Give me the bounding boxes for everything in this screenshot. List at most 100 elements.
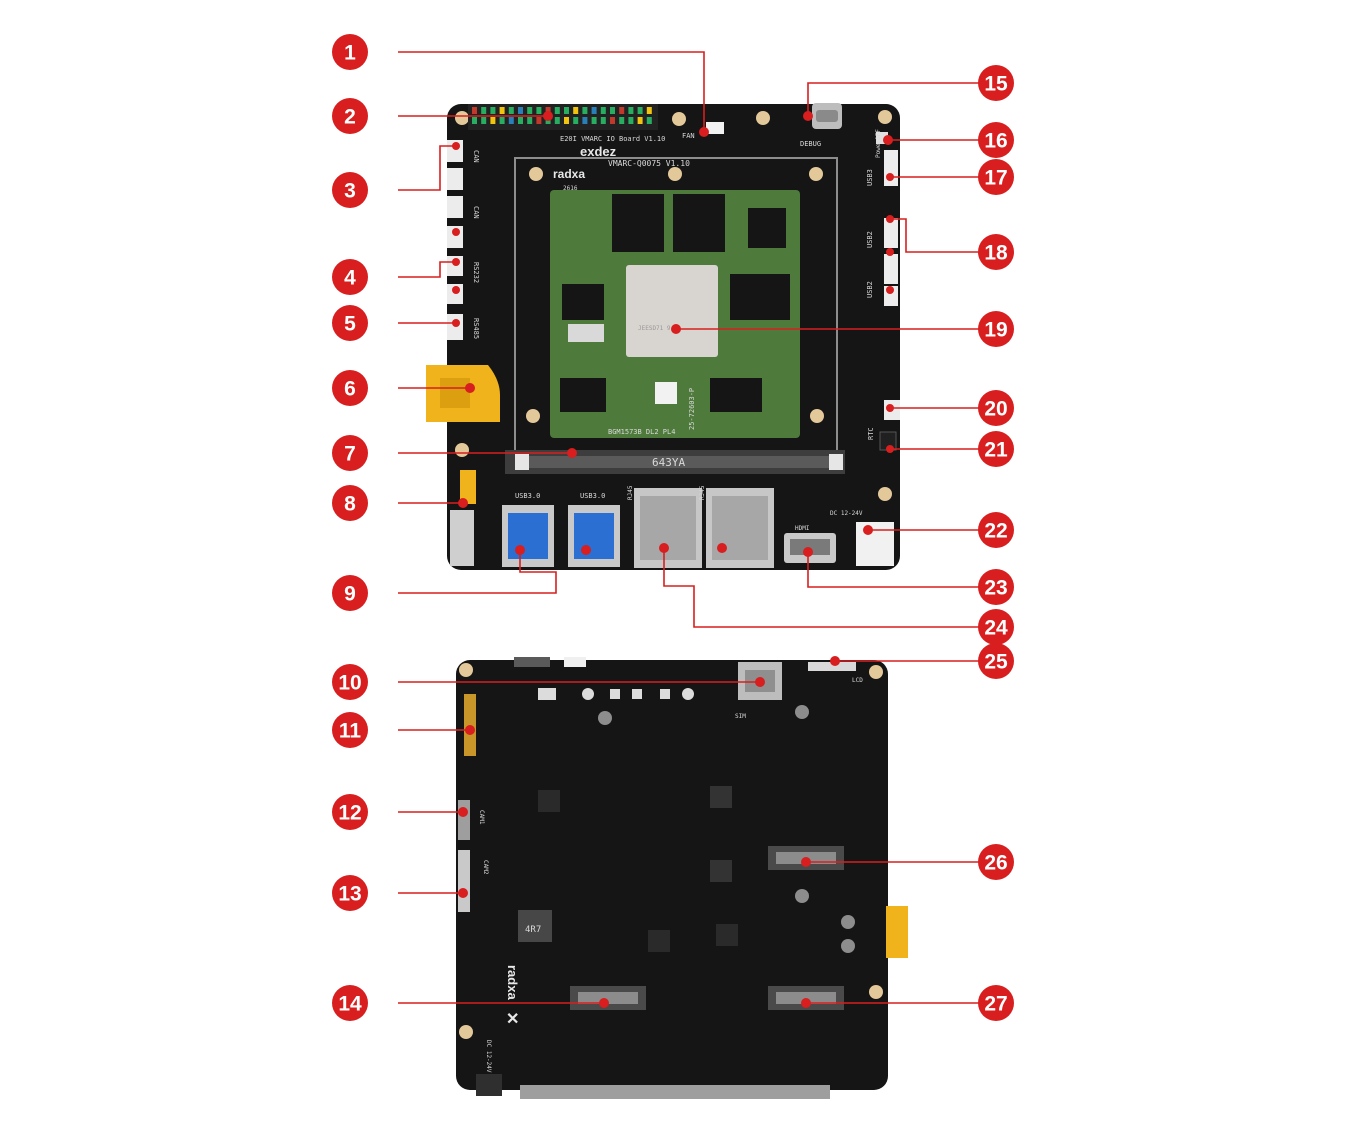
usb3-port-left xyxy=(502,505,554,567)
bottom-board-pcb xyxy=(456,660,888,1090)
gpio-pin xyxy=(564,107,569,114)
callout-circle xyxy=(978,65,1014,101)
side-power-connector xyxy=(886,906,908,958)
callout-number: 5 xyxy=(344,313,356,336)
mount-hole xyxy=(810,409,824,423)
callout-badge-13: 13 xyxy=(332,875,368,911)
gpio-pin xyxy=(518,117,523,124)
callout-circle xyxy=(332,875,368,911)
callout-number: 26 xyxy=(984,852,1007,875)
mount-hole xyxy=(869,985,883,999)
cert-mark-ul xyxy=(538,688,556,700)
pmic-chip xyxy=(710,378,762,412)
gpio-pin xyxy=(490,107,496,114)
callout-badge-3: 3 xyxy=(332,172,368,208)
callout-badge-22: 22 xyxy=(978,512,1014,548)
soc-markings: JEESD71 9 xyxy=(638,325,671,332)
top-edge-connector xyxy=(564,657,586,667)
silk-lcd: LCD xyxy=(852,677,863,684)
callout-circle xyxy=(332,712,368,748)
gpio-pin xyxy=(582,117,588,124)
callout-circle xyxy=(332,985,368,1021)
callout-number: 12 xyxy=(338,802,361,825)
callout-number: 22 xyxy=(984,520,1007,543)
callout-number: 18 xyxy=(984,242,1008,265)
pmic-chip xyxy=(562,284,604,320)
silk-rj45-right: RJ45 xyxy=(699,485,706,500)
usb2-header-b xyxy=(884,254,898,284)
mount-hole xyxy=(455,443,469,457)
ic-chip xyxy=(710,860,732,882)
m2-slot-bottom-left xyxy=(570,986,646,1010)
callout-circle xyxy=(978,311,1014,347)
callout-number: 7 xyxy=(344,443,356,466)
callout-badge-14: 14 xyxy=(332,985,368,1021)
memory-chip xyxy=(612,194,664,252)
mount-hole xyxy=(526,409,540,423)
mount-hole xyxy=(668,167,682,181)
usb2-header-a xyxy=(884,218,898,248)
mount-hole xyxy=(869,665,883,679)
silk-rs232: RS232 xyxy=(472,262,480,283)
callout-badge-9: 9 xyxy=(332,575,368,611)
rs485-connector xyxy=(447,314,463,340)
silk-brand-flip: exdez xyxy=(580,144,617,159)
callout-number: 19 xyxy=(984,319,1007,342)
callout-number: 2 xyxy=(344,106,356,129)
side-connector xyxy=(450,510,474,566)
cam1-connector xyxy=(458,800,470,840)
mount-hole xyxy=(455,111,469,125)
gpio-pin xyxy=(564,117,569,124)
standoff xyxy=(841,939,855,953)
callout-circle xyxy=(978,512,1014,548)
can-connector-c xyxy=(447,196,463,218)
callout-badge-23: 23 xyxy=(978,569,1014,605)
silk-io-board: E20I VMARC IO Board V1.10 xyxy=(560,135,665,143)
callout-badge-20: 20 xyxy=(978,390,1014,426)
callout-number: 14 xyxy=(338,993,362,1016)
silk-debug: DEBUG xyxy=(800,140,821,148)
top-edge-connector xyxy=(514,657,550,667)
standoff xyxy=(598,711,612,725)
gpio-pin xyxy=(628,117,634,124)
callout-badge-19: 19 xyxy=(978,311,1014,347)
inductor xyxy=(518,910,552,942)
silk-module-bottom: BGM1573B DL2 PL4 xyxy=(608,428,675,436)
silk-dc-top: DC 12-24V xyxy=(830,510,863,517)
gpio-pin xyxy=(582,107,588,114)
callout-badge-21: 21 xyxy=(978,431,1014,467)
callout-circle xyxy=(332,485,368,521)
callout-badge-26: 26 xyxy=(978,844,1014,880)
silk-som-model: VMARC-Q0075 V1.10 xyxy=(608,159,690,168)
callout-circle xyxy=(332,794,368,830)
callout-badge-8: 8 xyxy=(332,485,368,521)
gpio-pin xyxy=(499,117,505,124)
callout-badge-27: 27 xyxy=(978,985,1014,1021)
callout-badge-2: 2 xyxy=(332,98,368,134)
callout-circle xyxy=(978,643,1014,679)
mount-hole xyxy=(529,167,543,181)
gpio-pin xyxy=(536,107,542,114)
gpio-pin xyxy=(527,107,533,114)
usb3-port-right xyxy=(568,505,620,567)
brand-logo-x: ✕ xyxy=(506,1011,519,1028)
gpio-pin xyxy=(628,107,634,114)
gpio-pin xyxy=(573,117,579,124)
callout-number: 11 xyxy=(339,720,362,743)
silk-usb3-left: USB3.0 xyxy=(515,492,540,500)
gpio-header xyxy=(468,104,658,130)
silk-can-a: CAN xyxy=(472,150,480,163)
callout-circle xyxy=(978,609,1014,645)
gpio-pin xyxy=(637,117,643,124)
callout-number: 1 xyxy=(344,42,356,65)
callout-circle xyxy=(332,98,368,134)
silk-rs485: RS485 xyxy=(472,318,480,339)
callout-circle xyxy=(332,435,368,471)
gpio-pin xyxy=(610,117,615,124)
silk-som-brand: radxa xyxy=(553,167,585,181)
ic-chip xyxy=(648,930,670,952)
callout-circle xyxy=(332,575,368,611)
soc-chip xyxy=(626,265,718,357)
callout-number: 8 xyxy=(344,493,356,516)
